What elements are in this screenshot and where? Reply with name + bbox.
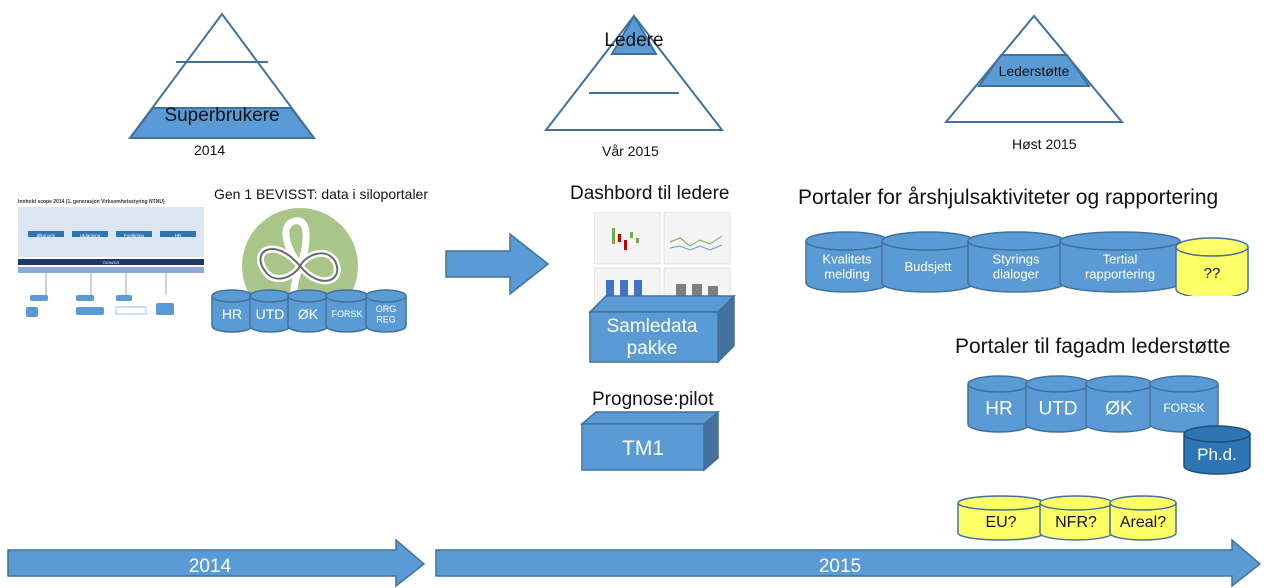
year-label-2015: 2015 (819, 556, 861, 577)
pyramid-ledere: Ledere (544, 14, 724, 131)
thumbnail-band: ODIN/DS (103, 260, 120, 265)
pyramid-lederstotte: Lederstøtte (944, 14, 1124, 123)
thumbnail-box-label: HR (175, 233, 182, 238)
silo-label: ?? (1204, 265, 1221, 282)
silo-label: UTD (1038, 399, 1077, 420)
portals-fag-group: HR UTD ØK FORSK Ph.d. (967, 375, 1251, 475)
future-silo-2: Areal? (1109, 495, 1177, 541)
silo-1: UTD (249, 289, 291, 333)
silo-label: ØK (298, 306, 319, 322)
silo-label: REG (376, 314, 396, 324)
silo-label: dialoger (993, 267, 1040, 282)
thumbnail-box-label: Utdanning (80, 233, 101, 238)
pyramid-superbrukere: Superbrukere (128, 12, 317, 139)
silo-2: ØK (287, 289, 329, 333)
silo-label: HR (985, 399, 1012, 420)
future-silo-1: NFR? (1039, 495, 1113, 541)
silo-label: Styrings (993, 252, 1040, 267)
silo-0: HR (211, 289, 253, 333)
silo-label: FORSK (1163, 401, 1204, 415)
portal-fag-3: FORSK (1149, 375, 1219, 433)
portal-fag-0: HR (967, 375, 1031, 433)
period-label: Høst 2015 (1012, 136, 1077, 152)
portals-fag-title: Portaler til fagadm lederstøtte (955, 335, 1231, 358)
silo-label: rapportering (1085, 267, 1155, 282)
thumbnail-box: Økonomi (28, 231, 64, 239)
portal-year-1: Budsjett (881, 231, 975, 293)
tm1-label: TM1 (622, 437, 664, 460)
package-line-2: pakke (627, 338, 678, 359)
silo-label: Areal? (1120, 514, 1166, 531)
pyramid-label: Ledere (604, 30, 663, 51)
portals-year-title: Portaler for årshjulsaktiviteter og rapp… (798, 186, 1219, 209)
silo-label: FORSK (331, 309, 362, 319)
portal-year-4: ?? (1175, 237, 1249, 296)
silo-label: Kvalitets (822, 252, 872, 267)
gen1-title: Gen 1 BEVISST: data i siloportaler (214, 186, 428, 202)
silo-label: Tertial (1103, 252, 1138, 267)
future-group: EU? NFR? Areal? (957, 495, 1177, 541)
thumbnail-box: HR (160, 231, 196, 239)
pyramid-label: Superbrukere (164, 105, 279, 126)
silo-label: UTD (256, 306, 285, 322)
silo-label: HR (222, 306, 242, 322)
thumbnail-box: Utdanning (72, 231, 108, 239)
period-label: Vår 2015 (602, 143, 659, 159)
silo-label: NFR? (1055, 514, 1097, 531)
year-label-2014: 2014 (189, 556, 232, 577)
silo-label: Ph.d. (1197, 445, 1237, 464)
future-silo-0: EU? (957, 495, 1045, 541)
silo-label: EU? (985, 514, 1016, 531)
silo-3: FORSK (325, 289, 369, 333)
pyramid-label: Lederstøtte (999, 63, 1070, 79)
package-line-1: Samledata (607, 316, 698, 337)
thumbnail-box-label: Økonomi (37, 233, 55, 238)
period-label: 2014 (194, 142, 226, 158)
dashboard-title: Dashbord til ledere (570, 183, 730, 204)
samledata-package-box: Samledata pakke (588, 294, 736, 364)
timeline-arrow-2014: 2014 (7, 538, 426, 588)
portal-fag-1: UTD (1025, 375, 1091, 433)
timeline-arrow-2015: 2015 (435, 538, 1262, 588)
prognose-title: Prognose:pilot (592, 389, 714, 410)
portal-fag-2: ØK (1085, 375, 1153, 433)
silo-label: melding (824, 267, 870, 282)
thumbnail-box: Forskning (116, 231, 152, 239)
silo-label: ØK (1105, 399, 1133, 420)
transition-arrow (445, 232, 550, 296)
architecture-thumbnail: Innhold scope 2014 (1. generasjon Virkso… (18, 199, 204, 317)
silo-label: ORG (376, 304, 397, 314)
thumbnail-box-label: Forskning (124, 233, 144, 238)
thumbnail-title: Innhold scope 2014 (1. generasjon Virkso… (18, 199, 165, 205)
silo-label: Budsjett (905, 259, 952, 274)
portal-phd: Ph.d. (1183, 425, 1251, 475)
tm1-box: TM1 (580, 410, 720, 472)
